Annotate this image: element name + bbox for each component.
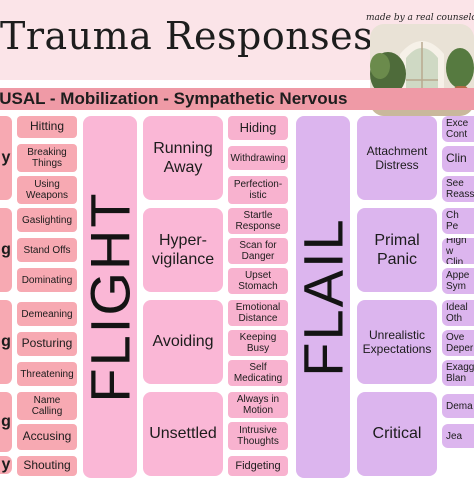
- flail-edge-item: Appe Sym: [442, 268, 474, 294]
- flight-small-item: Emotional Distance: [228, 300, 288, 326]
- flail-big-item: Unrealistic Expectations: [357, 300, 437, 384]
- flight-label: FLIGHT: [78, 191, 142, 403]
- flail-edge-item: See Reassu: [442, 176, 474, 202]
- flight-small-item: Startle Response: [228, 208, 288, 234]
- flight-small-item: Upset Stomach: [228, 268, 288, 294]
- fight-item: Using Weapons: [17, 176, 77, 204]
- flight-small-item: Hiding: [228, 116, 288, 140]
- flail-big-item: Primal Panic: [357, 208, 437, 292]
- flight-small-item: Self Medicating: [228, 360, 288, 386]
- flail-edge-item: High w Clin: [442, 238, 474, 264]
- flight-small-item: Keeping Busy: [228, 330, 288, 356]
- banner-text: OUSAL - Mobilization - Sympathetic Nervo…: [0, 89, 348, 108]
- flight-big-item: Avoiding: [143, 300, 223, 384]
- flight-small-item: Always in Motion: [228, 392, 288, 418]
- credit-text: made by a real counselor: [366, 13, 474, 23]
- fight-item: Gaslighting: [17, 208, 77, 232]
- flail-big-item: Critical: [357, 392, 437, 476]
- fight-item: Shouting: [17, 456, 77, 476]
- flight-small-item: Scan for Danger: [228, 238, 288, 264]
- fight-edge-cell: g: [0, 392, 12, 452]
- flight-big-item: Running Away: [143, 116, 223, 200]
- fight-edge-cell: g: [0, 208, 12, 292]
- flail-edge-item: Jea: [442, 424, 474, 448]
- fight-item: Threatening: [17, 362, 77, 386]
- flail-label: FLAIL: [291, 217, 355, 377]
- flight-small-item: Withdrawing: [228, 146, 288, 170]
- flight-column: FLIGHT: [79, 116, 142, 478]
- fight-item: Dominating: [17, 268, 77, 292]
- flail-edge-item: Ch Pe: [442, 208, 474, 234]
- flail-edge-item: Ideal Oth: [442, 300, 474, 326]
- flail-edge-item: Dema: [442, 394, 474, 418]
- flail-edge-item: Exce Cont: [442, 116, 474, 142]
- fight-item: Stand Offs: [17, 238, 77, 262]
- fight-item: Hitting: [17, 116, 77, 138]
- flail-column: FLAIL: [292, 116, 355, 478]
- arousal-banner: OUSAL - Mobilization - Sympathetic Nervo…: [0, 88, 474, 110]
- fight-edge-cell: y: [0, 116, 12, 200]
- fight-item: Accusing: [17, 424, 77, 450]
- flail-edge-item: Clin: [442, 146, 474, 172]
- fight-edge-cell: g: [0, 300, 12, 384]
- fight-item: Demeaning: [17, 302, 77, 326]
- flight-small-item: Intrusive Thoughts: [228, 422, 288, 450]
- fight-item: Posturing: [17, 332, 77, 356]
- page-title: Trauma Responses: [0, 14, 374, 58]
- flight-small-item: Perfection-istic: [228, 176, 288, 204]
- flail-edge-item: Exagge Blan: [442, 360, 474, 386]
- room-illustration: [370, 24, 474, 116]
- flail-edge-item: Ove Deper: [442, 330, 474, 356]
- fight-item: Breaking Things: [17, 144, 77, 172]
- fight-item: Name Calling: [17, 392, 77, 420]
- flight-big-item: Unsettled: [143, 392, 223, 476]
- flight-big-item: Hyper-vigilance: [143, 208, 223, 292]
- flight-small-item: Fidgeting: [228, 456, 288, 476]
- room-photo: [370, 24, 474, 116]
- fight-edge-cell: y: [0, 456, 12, 474]
- flail-big-item: Attachment Distress: [357, 116, 437, 200]
